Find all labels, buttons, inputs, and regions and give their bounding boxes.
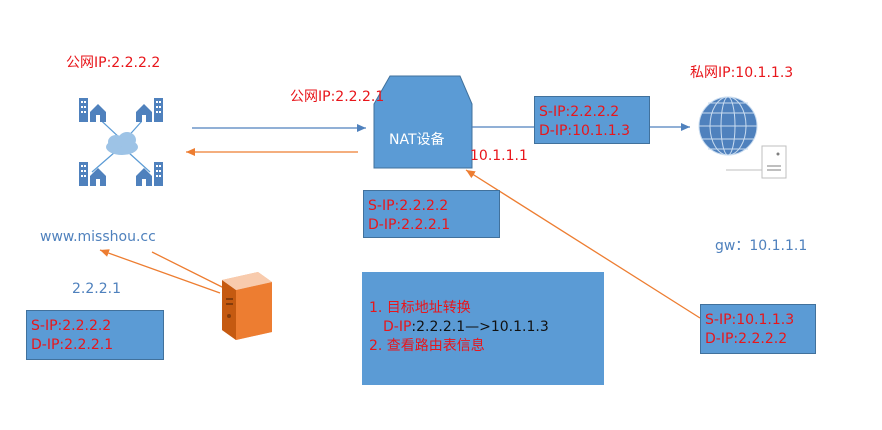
nat-public-ip-label: 公网IP:2.2.2.1 [290,89,385,105]
building-icon-bottom-left [79,162,106,186]
globe-server-icon [698,96,787,179]
step-1-detail: D-IP:2.2.2.1—>10.1.1.3 [369,318,603,337]
nat-inner-ip-label: 10.1.1.1 [470,148,528,164]
nat-device-shape [373,75,473,169]
step-1-detail-rest: :2.2.2.1—>10.1.1.3 [411,319,549,335]
building-icon-top-left [79,98,106,122]
packet-box-middle: S-IP:2.2.2.2 D-IP:2.2.2.1 [363,190,500,238]
arrow-dns-to-website-tail [151,251,233,293]
packet-src-ip: S-IP:2.2.2.2 [368,198,449,214]
server-private-ip-label: 私网IP:10.1.1.3 [690,65,794,81]
server-tower-icon [222,272,272,340]
nat-device-label: NAT设备 [389,132,445,148]
packet-dst-ip: D-IP:2.2.2.2 [705,331,788,347]
packet-src-ip: S-IP:10.1.1.3 [705,312,795,328]
step-1-detail-prefix: D-IP [383,319,412,335]
packet-box-left: S-IP:2.2.2.2 D-IP:2.2.2.1 [26,310,164,360]
packet-src-ip: S-IP:2.2.2.2 [31,318,112,334]
dns-ip-label: 2.2.2.1 [72,281,121,297]
packet-dst-ip: D-IP:2.2.2.1 [31,337,114,353]
building-icon-top-right [136,98,163,122]
network-cluster-icon [79,98,163,186]
step-1-text: 1. 目标地址转换 [369,300,471,316]
step-2-text: 2. 查看路由表信息 [369,338,485,354]
packet-box-bottom-right: S-IP:10.1.1.3 D-IP:2.2.2.2 [700,304,816,354]
packet-src-ip: S-IP:2.2.2.2 [539,104,620,120]
arrow-server-to-nat [465,169,701,319]
packet-box-top-right: S-IP:2.2.2.2 D-IP:10.1.1.3 [534,96,650,144]
gateway-label: gw：10.1.1.1 [715,238,808,254]
client-public-ip-label: 公网IP:2.2.2.2 [66,55,161,71]
arrow-dns-to-website [99,249,221,294]
nat-steps-box: 1. 目标地址转换 D-IP:2.2.2.1—>10.1.1.3 2. 查看路由… [362,272,604,385]
packet-dst-ip: D-IP:2.2.2.1 [368,217,451,233]
building-icon-bottom-right [136,162,163,186]
cloud-icon [106,132,138,155]
website-label: www.misshou.cc [40,229,156,245]
packet-dst-ip: D-IP:10.1.1.3 [539,123,631,139]
